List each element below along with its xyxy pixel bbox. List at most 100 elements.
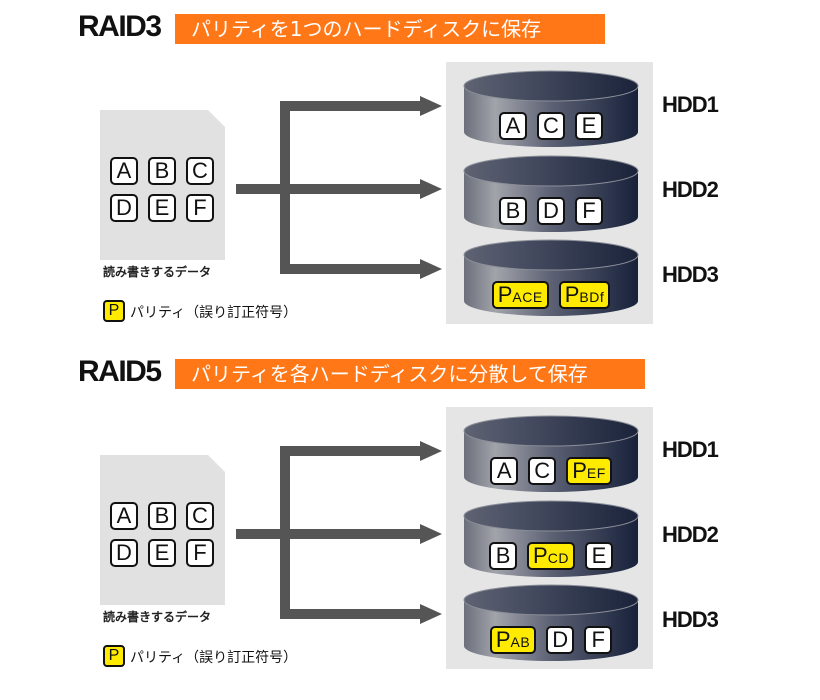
raid5-section: RAID5 パリティを各ハードディスクに分散して保存 A B C D E F 読…: [0, 345, 820, 700]
data-block: F: [584, 626, 613, 654]
block-letter: P: [564, 282, 580, 307]
section-subtitle: パリティを1つのハードディスクに保存: [175, 14, 605, 44]
parity-subscript: CD: [547, 550, 569, 566]
data-letter: C: [186, 157, 214, 185]
parity-legend-text: パリティ（誤り訂正符号）: [130, 305, 298, 321]
arrow-head-hdd1: [420, 441, 442, 461]
raid3-section: RAID3 パリティを1つのハードディスクに保存 A B C D E F 読み書…: [0, 0, 820, 345]
data-block: E: [584, 542, 613, 570]
data-block: A: [490, 457, 519, 485]
block-letter: D: [552, 627, 569, 652]
data-block: B: [489, 542, 518, 570]
section-subtitle: パリティを各ハードディスクに分散して保存: [175, 359, 645, 389]
parity-legend-badge: P: [103, 645, 125, 667]
parity-block: PCD: [527, 542, 575, 570]
parity-block: PBDf: [558, 281, 611, 309]
block-letter: P: [533, 543, 548, 568]
hdd1-label: HDD1: [662, 437, 719, 462]
data-letter: E: [148, 194, 176, 222]
parity-subscript: AB: [510, 634, 531, 650]
document-caption: 読み書きするデータ: [103, 610, 212, 624]
block-letter: P: [495, 627, 511, 652]
arrow-shaft-hdd1: [280, 446, 424, 456]
block-letter: P: [497, 282, 513, 307]
parity-legend-badge: P: [103, 300, 125, 322]
block-letter: E: [581, 113, 597, 138]
data-letter: D: [110, 194, 138, 222]
data-letter: B: [148, 157, 176, 185]
data-block: C: [537, 112, 565, 140]
data-block: E: [575, 112, 603, 140]
data-letter: A: [110, 157, 138, 185]
data-letter: E: [148, 539, 176, 567]
arrow-shaft-hdd2: [280, 184, 424, 194]
hdd3-label: HDD3: [662, 607, 719, 632]
data-block: A: [499, 112, 527, 140]
block-letter: A: [496, 458, 512, 483]
hdd3-label: HDD3: [662, 262, 719, 287]
arrow-shaft-hdd1: [280, 101, 424, 111]
data-letter: C: [186, 502, 214, 530]
data-block: C: [528, 457, 557, 485]
parity-subscript: ACE: [512, 289, 543, 305]
block-letter: F: [591, 627, 605, 652]
distribution-arrows: [236, 441, 442, 624]
document-caption: 読み書きするデータ: [103, 265, 212, 279]
data-letter: B: [148, 502, 176, 530]
block-letter: D: [543, 198, 559, 223]
parity-block: PACE: [491, 281, 549, 309]
data-letter: F: [186, 539, 214, 567]
data-document-icon: A B C D E F: [100, 455, 225, 605]
data-letter: D: [110, 539, 138, 567]
arrow-head-hdd3: [420, 259, 442, 279]
parity-legend-text: パリティ（誤り訂正符号）: [130, 650, 298, 666]
block-letter: E: [591, 543, 607, 568]
data-document-icon: A B C D E F: [100, 110, 225, 260]
data-block: F: [575, 197, 603, 225]
block-letter: B: [495, 543, 511, 568]
block-letter: B: [505, 198, 521, 223]
parity-block: PEF: [566, 457, 612, 485]
hdd2-label: HDD2: [662, 522, 719, 547]
block-letter: P: [572, 458, 587, 483]
block-letter: C: [534, 458, 551, 483]
block-letter: F: [582, 198, 596, 223]
data-letter: F: [186, 194, 214, 222]
block-letter: C: [543, 113, 559, 138]
arrow-head-hdd2: [420, 524, 442, 544]
arrow-stem: [236, 529, 288, 539]
arrow-shaft-hdd3: [280, 609, 424, 619]
distribution-arrows: [236, 96, 442, 279]
data-block: D: [546, 626, 575, 654]
parity-subscript: EF: [586, 465, 606, 481]
data-block: D: [537, 197, 565, 225]
hdd1-label: HDD1: [662, 92, 719, 117]
arrow-shaft-hdd2: [280, 529, 424, 539]
block-letter: A: [505, 113, 521, 138]
parity-subscript: BDf: [579, 289, 605, 305]
parity-block: PAB: [489, 626, 537, 654]
section-title: RAID3: [78, 10, 162, 43]
arrow-head-hdd3: [420, 604, 442, 624]
arrow-stem: [236, 184, 288, 194]
arrow-shaft-hdd3: [280, 264, 424, 274]
arrow-head-hdd2: [420, 179, 442, 199]
hdd2-label: HDD2: [662, 177, 719, 202]
section-title: RAID5: [78, 355, 162, 388]
data-letter: A: [110, 502, 138, 530]
arrow-head-hdd1: [420, 96, 442, 116]
